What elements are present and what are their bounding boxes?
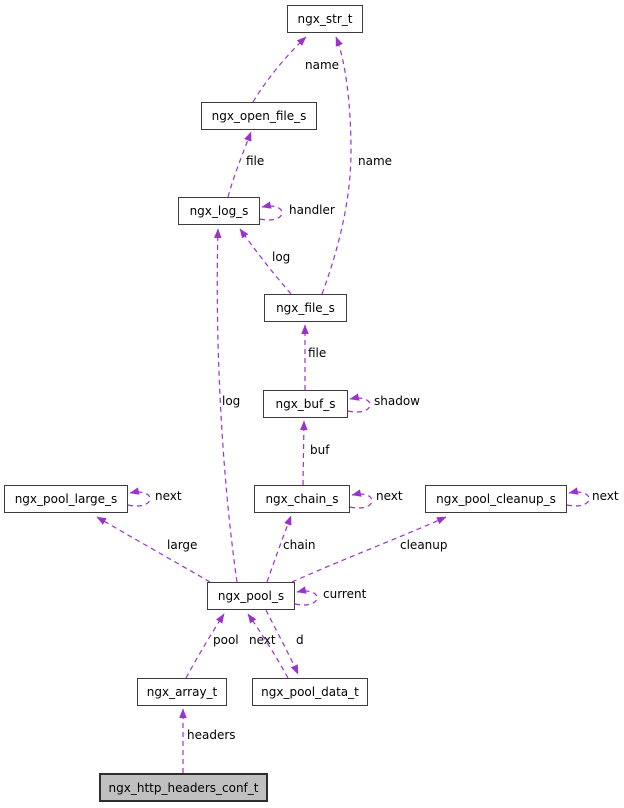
- edge-label-file-log: file: [246, 154, 265, 168]
- edge-log-self-handler: [259, 201, 283, 221]
- edge-cleanup-self-next: [566, 487, 590, 507]
- edge-label-large: large: [167, 538, 198, 552]
- edge-label-name-file: name: [358, 154, 393, 168]
- node-ngx-pool-cleanup-s[interactable]: ngx_pool_cleanup_s: [425, 485, 567, 513]
- edge-label-next-chain: next: [376, 489, 403, 503]
- edge-label-buf: buf: [310, 443, 330, 457]
- node-ngx-array-t[interactable]: ngx_array_t: [137, 678, 227, 706]
- edge-label-log-pool: log: [222, 394, 241, 408]
- node-ngx-log-s[interactable]: ngx_log_s: [178, 197, 260, 225]
- edge-pool-to-large: [96, 516, 211, 583]
- edge-label-d: d: [296, 633, 304, 647]
- edge-pool-to-pool-data: [265, 609, 299, 675]
- edge-label-chain: chain: [283, 538, 316, 552]
- edge-chain-self-next: [349, 489, 373, 509]
- node-ngx-pool-s[interactable]: ngx_pool_s: [207, 582, 295, 610]
- edge-label-file-buf: file: [308, 346, 327, 360]
- edge-label-next-cleanup: next: [592, 489, 619, 503]
- edge-label-shadow: shadow: [374, 394, 420, 408]
- edge-label-next-large: next: [155, 489, 182, 503]
- node-ngx-open-file-s[interactable]: ngx_open_file_s: [201, 102, 317, 130]
- edge-chain-to-buf: [300, 420, 308, 486]
- edge-pool-to-log: [213, 228, 238, 583]
- edge-buf-self-shadow: [347, 393, 371, 413]
- node-ngx-chain-s[interactable]: ngx_chain_s: [254, 485, 350, 513]
- node-ngx-str-t[interactable]: ngx_str_t: [287, 5, 363, 33]
- node-ngx-http-headers-conf-t: ngx_http_headers_conf_t: [99, 773, 268, 802]
- edge-label-pool: pool: [213, 633, 239, 647]
- edge-label-cleanup: cleanup: [400, 538, 448, 552]
- node-ngx-buf-s[interactable]: ngx_buf_s: [263, 390, 348, 418]
- edge-open-file-to-str: [252, 36, 307, 103]
- node-ngx-file-s[interactable]: ngx_file_s: [264, 294, 347, 322]
- edge-pool-self-current: [294, 586, 318, 606]
- edge-label-name-open-file: name: [305, 58, 340, 72]
- node-ngx-pool-large-s[interactable]: ngx_pool_large_s: [4, 485, 128, 513]
- edge-file-to-str: [321, 36, 352, 295]
- edge-label-current: current: [323, 587, 367, 601]
- edge-file-to-log: [239, 228, 292, 295]
- edge-pool-to-chain: [266, 515, 292, 583]
- edge-label-log-file: log: [272, 250, 291, 264]
- edge-array-to-pool: [185, 613, 225, 679]
- edge-large-self-next: [127, 487, 151, 507]
- edge-label-next-pool-data: next: [249, 633, 276, 647]
- edge-label-headers: headers: [187, 728, 236, 742]
- edge-pool-to-cleanup: [291, 516, 447, 583]
- node-ngx-pool-data-t[interactable]: ngx_pool_data_t: [252, 678, 368, 706]
- edge-pool-data-to-pool: [247, 613, 289, 679]
- edge-label-handler: handler: [289, 203, 335, 217]
